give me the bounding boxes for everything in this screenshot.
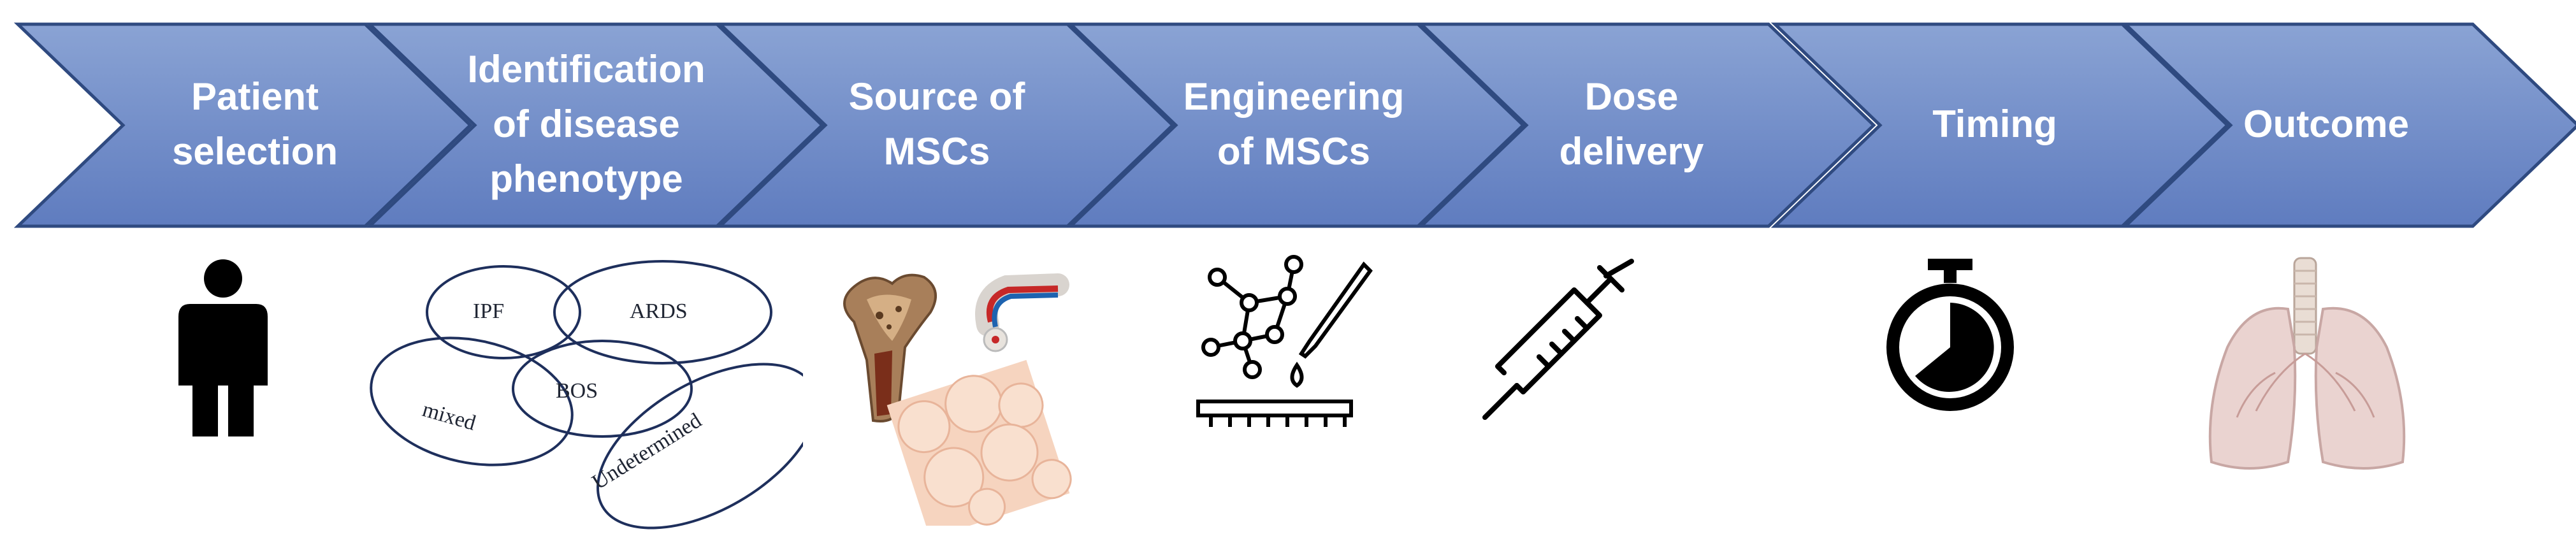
step-label-line: of disease (493, 103, 680, 145)
step-label-line: MSCs (883, 130, 990, 173)
chevron-step-5 (1417, 22, 1876, 228)
chevron-step-7 (2121, 22, 2576, 228)
step-label-line: of MSCs (1217, 130, 1370, 173)
step-timing: Timing (1835, 45, 2154, 204)
venn-label-ards: ARDS (630, 299, 688, 323)
step-label-line: Outcome (2243, 103, 2410, 145)
step-outcome: Outcome (2167, 45, 2486, 204)
chevron-step-1 (13, 22, 473, 228)
venn-label-ipf: IPF (473, 299, 505, 323)
venn-ellipse-mixed (370, 336, 574, 466)
chevron-step-2 (365, 22, 825, 228)
chevron-step-6 (1770, 22, 2230, 228)
step-label-line: Source of (848, 75, 1025, 118)
step-patient-selection: Patient selection (96, 45, 414, 204)
person-icon (178, 259, 268, 436)
chevron-step-3 (716, 22, 1175, 228)
venn-phenotype-diagram (370, 260, 803, 530)
molecule-pipette-icon (1196, 255, 1373, 427)
step-label-line: Patient (191, 75, 319, 118)
step-label-line: Dose (1584, 75, 1679, 118)
step-label-line: phenotype (489, 157, 683, 200)
step-engineering-of-mscs: Engineering of MSCs (1128, 45, 1459, 204)
adipose-tissue-image (886, 359, 1072, 526)
bone-marrow-image (843, 273, 937, 422)
step-dose-delivery: Dose delivery (1472, 45, 1791, 204)
step-label-line: Engineering (1183, 75, 1405, 118)
stopwatch-icon (1886, 259, 2014, 411)
lungs-illustration (2208, 257, 2406, 470)
step-label-line: delivery (1559, 130, 1704, 173)
venn-ellipse-undetermined (597, 363, 803, 530)
venn-ellipse-ipf (426, 265, 581, 359)
step-identification-of-disease-phenotype: Identification of disease phenotype (408, 45, 765, 204)
venn-label-bos: BOS (556, 379, 598, 403)
bone-cord-adipose-illustration (843, 273, 1072, 526)
step-label-line: Timing (1932, 103, 2057, 145)
step-label-line: selection (171, 130, 338, 173)
step-source-of-mscs: Source of MSCs (778, 45, 1096, 204)
venn-ellipse-ards (553, 260, 772, 364)
step-label-line: Identification (467, 48, 706, 90)
umbilical-cord-image (975, 273, 1069, 352)
venn-ellipse-bos (512, 340, 693, 438)
chevron-step-4 (1066, 22, 1526, 228)
syringe-icon (1482, 259, 1634, 420)
